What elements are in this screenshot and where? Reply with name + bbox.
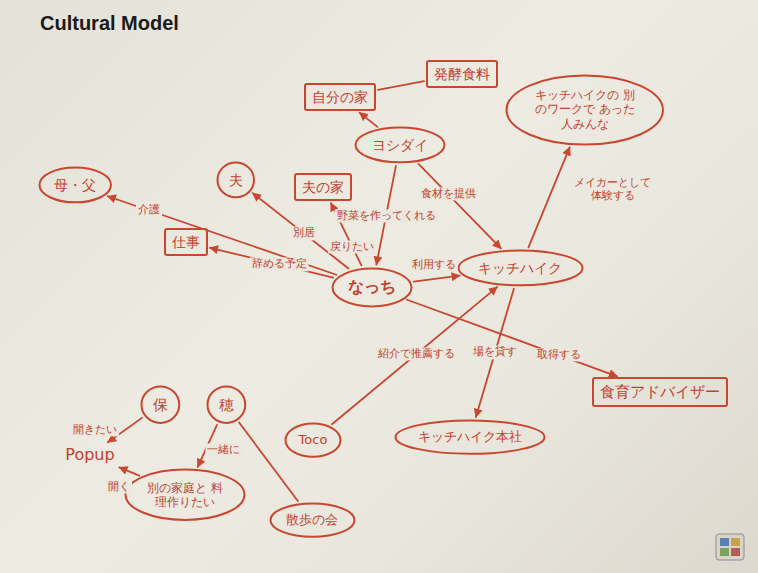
connector-arrow [419,164,501,248]
place-box: 自分の家 [304,83,376,112]
edge-label: メイカーとして体験する [571,176,655,202]
node-text: なっち [348,277,396,296]
edge-label: 介護 [136,204,162,217]
place-box: 夫の家 [294,173,352,202]
edge-label: 戻りたい [328,240,376,253]
edge-label: 別居 [291,227,317,240]
edge-label: 野菜を作ってくれる [335,209,438,222]
node-text: 食育アドバイザー [600,383,720,401]
center-circle: なっち [331,267,413,308]
node-text: ヨシダイ [372,137,428,154]
person-circle: 保 [140,385,181,424]
edge-label: 紹介で推薦する [376,347,457,360]
connector-arrow [414,276,460,282]
edge-label: 開く [106,480,132,493]
person-circle: ヨシダイ [354,126,446,164]
office-circle: キッチハイク本社 [394,419,546,455]
group-circle: キッチハイクの 別のワークで あった人みんな [505,74,665,146]
edge-label: 一緒に [205,443,242,456]
node-text: Toco [299,432,328,448]
connector-arrow [210,248,333,278]
qualification-box: 食育アドバイザー [592,377,728,407]
node-text: 母・父 [54,177,96,194]
edge-label: 場を貸す [471,346,519,359]
event-text: Popup [62,443,117,466]
connector-arrow [528,147,569,247]
diagram-title: Cultural Model [40,12,179,35]
person-circle: 母・父 [38,166,113,204]
edge-label: 辞める予定 [250,258,309,271]
connector-arrow [239,423,298,502]
connector-arrow [407,300,617,377]
edge-label: 取得する [535,349,583,362]
node-text: 保 [153,396,168,414]
node-text: キッチハイクの 別のワークで あった人みんな [530,88,640,131]
wish-ellipse: 別の家庭と 料理作りたい [124,468,246,521]
node-text: 自分の家 [312,89,368,106]
person-circle: Toco [284,422,342,458]
person-circle: 穂 [206,385,247,424]
node-text: 発酵食料 [434,66,490,83]
connector-arrow [108,196,337,274]
connector-arrow [119,467,139,475]
node-text: キッチハイク [478,260,562,277]
node-text: 穂 [219,396,234,414]
food-box: 発酵食料 [426,60,498,89]
node-text: 別の家庭と 料理作りたい [145,481,225,510]
node-text: キッチハイク本社 [418,429,522,445]
group-circle: 散歩の会 [269,502,356,538]
edge-label: 食材を提供 [419,188,478,201]
edge-label: 利用する [410,258,458,271]
connector-arrow [378,81,424,90]
node-text: Popup [65,445,114,464]
edge-label: 開きたい [71,423,119,436]
person-circle: 夫 [216,161,256,199]
node-text: 散歩の会 [286,512,338,528]
work-box: 仕事 [164,228,208,257]
node-text: 仕事 [172,234,200,251]
corner-icon [716,534,744,560]
connector-arrow [360,113,378,127]
service-circle: キッチハイク [457,249,584,287]
node-text: 夫の家 [302,179,344,196]
node-text: 夫 [229,172,243,189]
